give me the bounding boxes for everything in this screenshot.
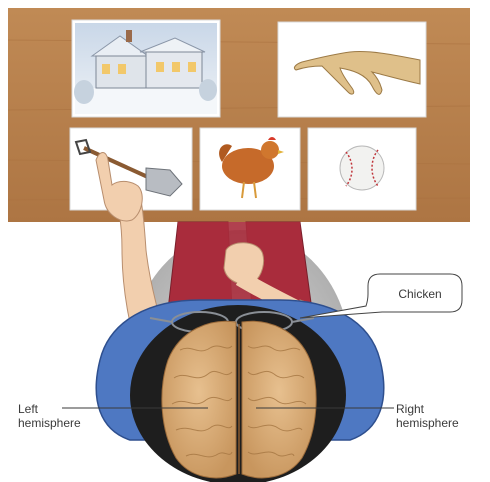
baseball-card (308, 128, 416, 210)
house-card (72, 20, 220, 117)
speech-bubble-text: Chicken (379, 287, 461, 301)
brain (162, 321, 316, 478)
right-hemisphere-label: Right hemisphere (396, 402, 486, 430)
right-label-line-1: Right (396, 402, 486, 416)
left-hemisphere-label: Left hemisphere (18, 402, 118, 430)
left-label-line-2: hemisphere (18, 416, 118, 430)
claw-card (278, 22, 426, 117)
left-label-line-1: Left (18, 402, 118, 416)
right-label-line-2: hemisphere (396, 416, 486, 430)
chicken-card (200, 128, 300, 210)
